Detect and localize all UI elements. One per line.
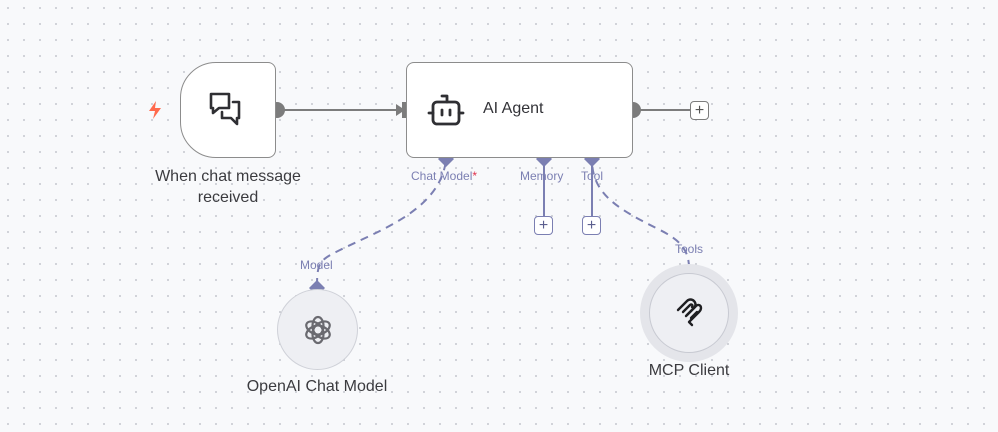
openai-node-label: OpenAI Chat Model: [246, 378, 388, 395]
mcp-icon: [675, 296, 705, 335]
add-output-node-button[interactable]: +: [690, 101, 709, 120]
tool-handle-label: Tool: [581, 169, 604, 183]
mcp-node-label: MCP Client: [648, 362, 730, 379]
tools-handle-label: Tools: [675, 242, 704, 256]
chat-model-handle-label: Chat Model*: [411, 169, 477, 183]
mcp-client-node[interactable]: [649, 273, 729, 353]
add-memory-button[interactable]: +: [534, 216, 553, 235]
robot-icon: [427, 93, 465, 134]
required-marker: *: [472, 169, 478, 183]
connection-model-to-agent[interactable]: [316, 159, 447, 287]
chat-model-label-text: Chat Model: [411, 169, 473, 183]
trigger-label-line2: received: [197, 189, 259, 206]
trigger-node[interactable]: [180, 62, 276, 158]
ai-agent-title: AI Agent: [483, 100, 544, 117]
openai-icon: [302, 314, 334, 351]
memory-handle-label: Memory: [520, 169, 564, 183]
add-tool-button[interactable]: +: [582, 216, 601, 235]
chat-bubbles-icon: [207, 90, 247, 135]
model-handle-label: Model: [300, 258, 333, 272]
openai-chat-model-node[interactable]: [277, 289, 358, 370]
trigger-label-line1: When chat message: [155, 168, 301, 185]
connection-arrowhead: [396, 104, 405, 116]
ai-agent-node[interactable]: [406, 62, 633, 158]
lightning-bolt-icon: [147, 100, 163, 125]
trigger-node-label: When chat message received: [140, 166, 316, 208]
connection-tools-to-agent[interactable]: [591, 159, 690, 269]
